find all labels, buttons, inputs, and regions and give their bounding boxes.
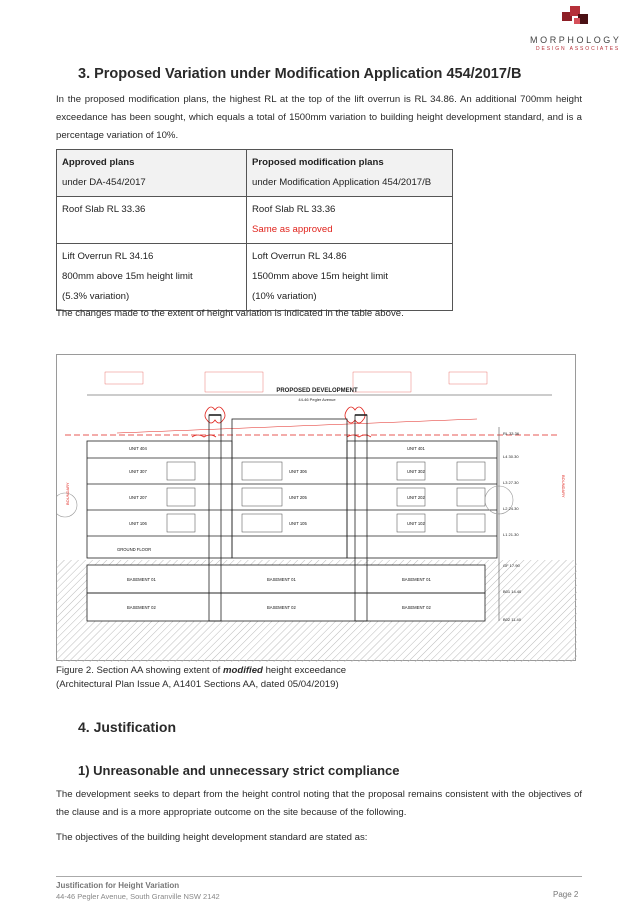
unit-label: UNIT 205	[289, 495, 308, 500]
level-label: RL 33.36	[503, 431, 520, 436]
unit-labels-right: UNIT 401 UNIT 302 UNIT 202 UNIT 102	[407, 446, 426, 526]
logo-subtitle: DESIGN ASSOCIATES	[536, 46, 621, 52]
boundary-label: BOUNDARY	[561, 475, 566, 498]
page-number: Page 2	[553, 890, 579, 899]
level-label: L1 21.30	[503, 532, 519, 537]
approved-plans-subheader: under DA-454/2017	[62, 177, 146, 188]
level-label: B02 11.40	[503, 617, 522, 622]
proposed-lift-overrun: Loft Overrun RL 34.86	[252, 251, 347, 262]
unit-label: UNIT 102	[407, 521, 426, 526]
proposed-variation-percent: (10% variation)	[252, 291, 317, 302]
approved-roof-slab: Roof Slab RL 33.36	[62, 204, 146, 215]
footer-address: 44-46 Pegler Avenue, South Granville NSW…	[56, 892, 220, 901]
section-drawing: PROPOSED DEVELOPMENT 44-46 Pegler Avenue	[52, 371, 577, 662]
section-3-heading: 3. Proposed Variation under Modification…	[78, 66, 522, 82]
unit-labels-center: UNIT 306 UNIT 205 UNIT 105	[289, 469, 308, 526]
caption-emphasis: modified	[222, 665, 263, 676]
approved-height-above-limit: 800mm above 15m height limit	[62, 271, 193, 282]
ground-floor-label: GROUND FLOOR	[117, 547, 151, 552]
caption-prefix: Figure 2. Section AA showing extent of	[56, 665, 223, 676]
caption-line-1: Figure 2. Section AA showing extent of m…	[56, 664, 346, 678]
basement-labels: BASEMENT 01 BASEMENT 01 BASEMENT 01 BASE…	[127, 577, 431, 610]
table-cell: Roof Slab RL 33.36 Same as approved	[246, 196, 453, 244]
table-header-cell: Proposed modification plans under Modifi…	[246, 149, 453, 197]
level-label: B01 14.40	[503, 589, 522, 594]
approved-variation-percent: (5.3% variation)	[62, 291, 130, 302]
figure-caption: Figure 2. Section AA showing extent of m…	[56, 664, 346, 692]
table-header-row: Approved plans under DA-454/2017 Propose…	[56, 149, 453, 197]
basement-label: BASEMENT 01	[402, 577, 431, 582]
level-label: L3 27.30	[503, 480, 519, 485]
unit-label: UNIT 105	[289, 521, 308, 526]
proposed-plans-header: Proposed modification plans	[252, 157, 384, 168]
caption-suffix: height exceedance	[262, 665, 347, 676]
unit-labels-left: UNIT 404 UNIT 307 UNIT 207 UNIT 106	[129, 446, 148, 526]
basement-label: BASEMENT 02	[127, 605, 156, 610]
figure-title: PROPOSED DEVELOPMENT	[276, 388, 358, 394]
unit-label: UNIT 306	[289, 469, 308, 474]
basement-label: BASEMENT 02	[402, 605, 431, 610]
proposed-plans-subheader: under Modification Application 454/2017/…	[252, 177, 432, 188]
section-3-intro: In the proposed modification plans, the …	[56, 94, 582, 141]
table-row: Roof Slab RL 33.36 Roof Slab RL 33.36 Sa…	[56, 196, 453, 244]
table-header-cell: Approved plans under DA-454/2017	[56, 149, 247, 197]
annotation-notes	[104, 371, 488, 393]
section-drawing-figure: PROPOSED DEVELOPMENT 44-46 Pegler Avenue	[52, 354, 577, 662]
boundary-label: BOUNDARY	[65, 482, 70, 505]
section-4-objectives-intro: The objectives of the building height de…	[56, 832, 368, 843]
level-labels: RL 33.36 L4 30.30 L3 27.30 L2 24.30 L1 2…	[503, 431, 522, 622]
table-cell: Lift Overrun RL 34.16 800mm above 15m he…	[56, 243, 247, 311]
basement-label: BASEMENT 01	[127, 577, 156, 582]
basement-label: BASEMENT 01	[267, 577, 296, 582]
logo-name: MORPHOLOGY	[530, 35, 622, 45]
company-logo: MORPHOLOGY DESIGN ASSOCIATES	[530, 4, 630, 56]
section-4-subheading: 1) Unreasonable and unnecessary strict c…	[78, 763, 400, 778]
table-row: Lift Overrun RL 34.16 800mm above 15m he…	[56, 243, 453, 311]
section-4-paragraph: The development seeks to depart from the…	[56, 789, 582, 818]
tree-outlines	[52, 485, 514, 518]
after-table-text: The changes made to the extent of height…	[56, 308, 404, 319]
caption-line-2: (Architectural Plan Issue A, A1401 Secti…	[56, 679, 339, 690]
unit-label: UNIT 207	[129, 495, 148, 500]
unit-label: UNIT 302	[407, 469, 426, 474]
level-label: L2 24.30	[503, 506, 519, 511]
level-label: L4 30.30	[503, 454, 519, 459]
unit-label: UNIT 202	[407, 495, 426, 500]
unit-label: UNIT 307	[129, 469, 148, 474]
proposed-height-above-limit: 1500mm above 15m height limit	[252, 271, 388, 282]
footer-divider	[56, 876, 582, 877]
unit-label: UNIT 106	[129, 521, 148, 526]
table-cell: Roof Slab RL 33.36	[56, 196, 247, 244]
level-label: GF 17.90	[503, 563, 520, 568]
approved-plans-header: Approved plans	[62, 157, 135, 168]
height-plane-slope	[116, 418, 478, 434]
building-outline	[86, 414, 498, 622]
unit-label: UNIT 401	[407, 446, 426, 451]
footer-title: Justification for Height Variation	[56, 881, 180, 890]
section-4-heading: 4. Justification	[78, 719, 177, 735]
figure-address: 44-46 Pegler Avenue	[298, 397, 336, 402]
window-grid	[166, 461, 486, 533]
approved-lift-overrun: Lift Overrun RL 34.16	[62, 251, 154, 262]
proposed-roof-slab: Roof Slab RL 33.36	[252, 204, 336, 215]
annotation-clouds	[191, 406, 372, 438]
logo-mark-icon	[562, 6, 588, 24]
same-as-approved-note: Same as approved	[252, 224, 333, 235]
unit-label: UNIT 404	[129, 446, 148, 451]
table-cell: Loft Overrun RL 34.86 1500mm above 15m h…	[246, 243, 453, 311]
basement-label: BASEMENT 02	[267, 605, 296, 610]
height-comparison-table: Approved plans under DA-454/2017 Propose…	[56, 149, 453, 311]
